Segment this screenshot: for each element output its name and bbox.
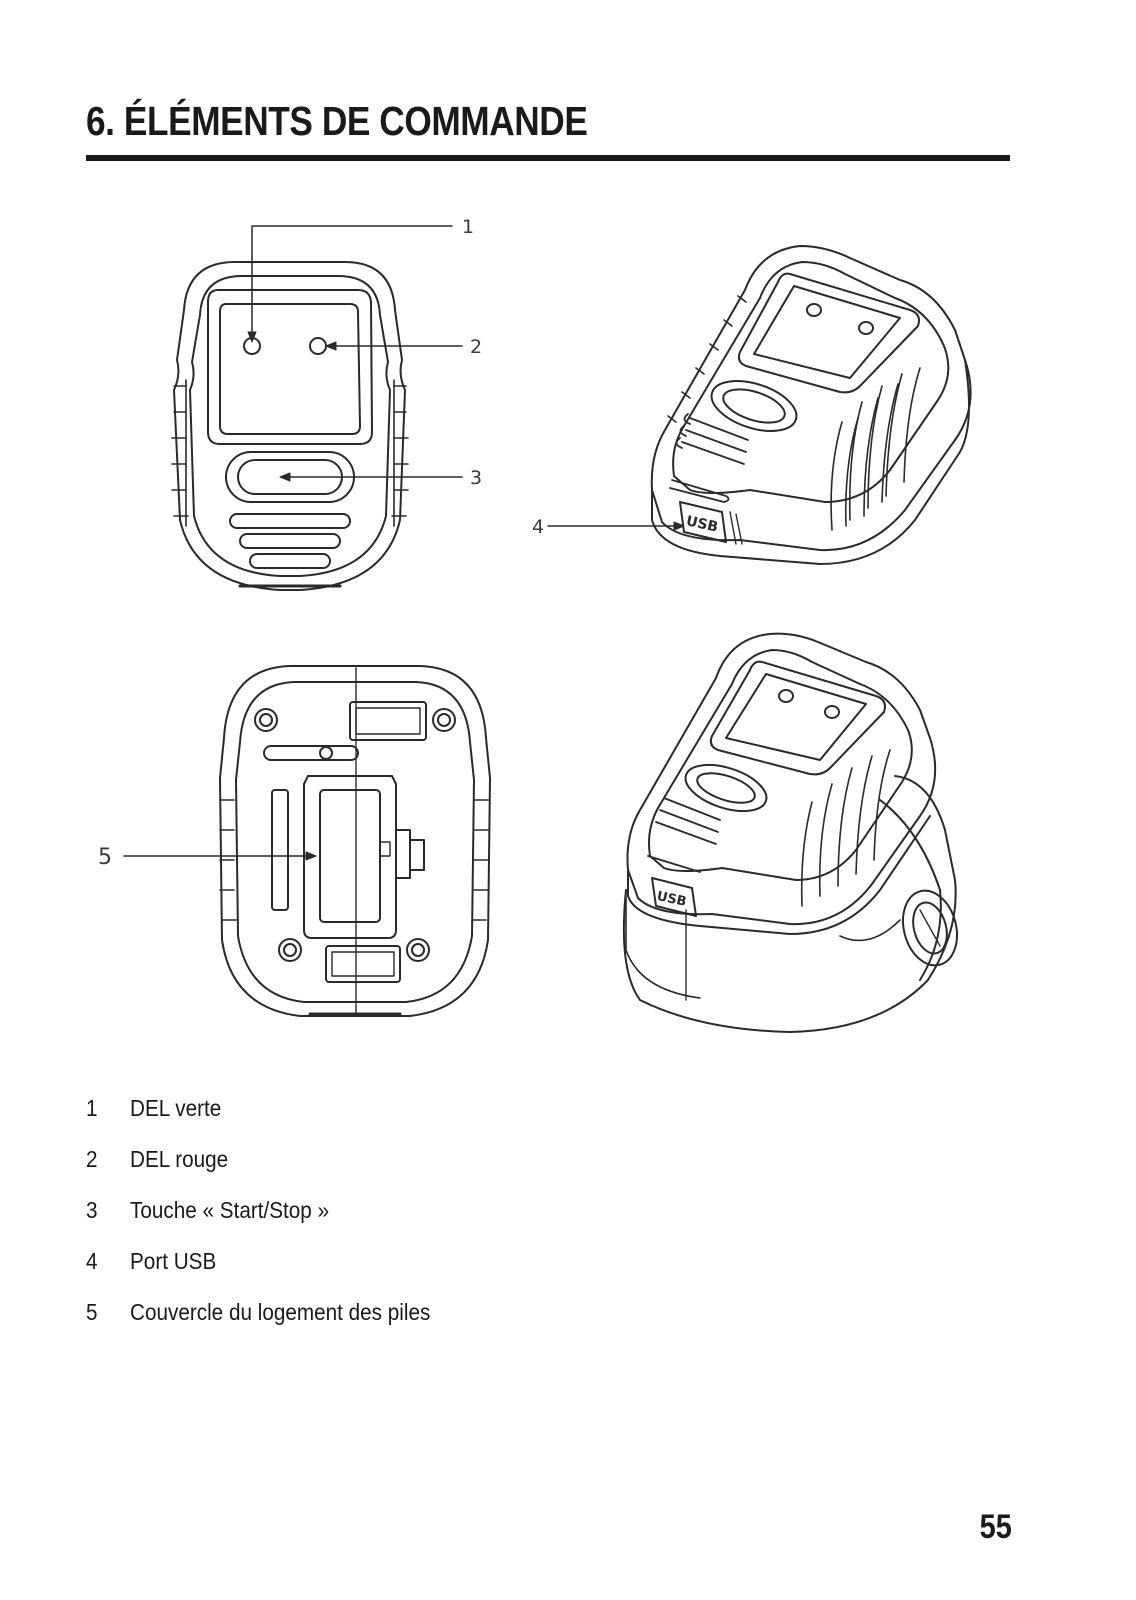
device-on-stand-view: USB	[622, 632, 958, 1033]
legend-number: 2	[86, 1146, 98, 1172]
battery-compartment-cover	[303, 775, 425, 939]
legend-number: 4	[86, 1248, 98, 1274]
legend-item: 1 DEL verte	[86, 1095, 464, 1146]
legend-label: Port USB	[130, 1248, 217, 1274]
usb-port-stand-view: USB	[651, 877, 697, 917]
legend-label: Couvercle du logement des piles	[130, 1299, 431, 1325]
svg-text:5: 5	[98, 845, 112, 870]
legend-number: 5	[86, 1299, 98, 1325]
legend-item: 3 Touche « Start/Stop »	[86, 1197, 464, 1248]
legend-label: DEL rouge	[130, 1146, 229, 1172]
svg-text:USB: USB	[685, 513, 720, 535]
svg-text:3: 3	[470, 467, 482, 489]
red-led	[309, 337, 327, 355]
callout-3: 3	[279, 467, 482, 489]
callout-2: 2	[325, 336, 482, 358]
device-front-view	[171, 261, 409, 591]
legend-label: DEL verte	[130, 1095, 222, 1121]
device-illustrations: 1 2 3	[0, 190, 1136, 1070]
device-perspective-view: USB	[650, 245, 972, 565]
svg-text:1: 1	[462, 216, 474, 238]
svg-text:USB: USB	[655, 889, 687, 910]
legend-label: Touche « Start/Stop »	[130, 1197, 330, 1223]
device-back-view	[219, 665, 491, 1017]
legend-item: 4 Port USB	[86, 1248, 464, 1299]
legend-item: 2 DEL rouge	[86, 1146, 464, 1197]
callout-1: 1	[247, 216, 474, 343]
legend-number: 3	[86, 1197, 98, 1223]
page-number: 55	[979, 1508, 1012, 1546]
legend-list: 1 DEL verte 2 DEL rouge 3 Touche « Start…	[86, 1095, 464, 1350]
page-title: 6. ÉLÉMENTS DE COMMANDE	[86, 98, 588, 144]
svg-text:2: 2	[470, 336, 482, 358]
legend-number: 1	[86, 1095, 98, 1121]
callout-5: 5	[98, 845, 317, 870]
legend-item: 5 Couvercle du logement des piles	[86, 1299, 464, 1350]
title-divider	[86, 155, 1010, 161]
svg-text:4: 4	[532, 516, 544, 538]
callout-4: 4	[532, 516, 685, 538]
usb-port: USB	[679, 501, 743, 545]
